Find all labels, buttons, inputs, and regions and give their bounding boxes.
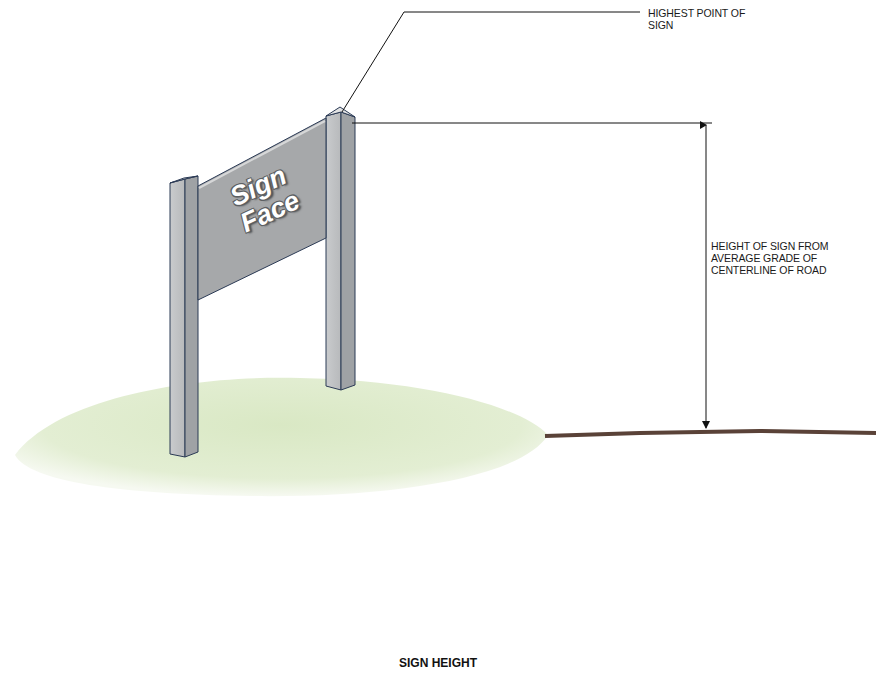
dimension-label: HEIGHT OF SIGN FROM AVERAGE GRADE OF CEN… [711,240,866,276]
sign-panel [198,118,326,300]
grass-mound [15,378,548,496]
right-post [326,107,355,390]
dimension-arrowhead [702,421,710,429]
callout-label: HIGHEST POINT OF SIGN [648,7,758,31]
sign-face: Sign Face [198,118,326,300]
road-surface [545,431,876,436]
left-post [170,176,198,457]
dimension-line [706,125,707,428]
extension-line [352,123,712,124]
figure-caption: SIGN HEIGHT [399,656,477,670]
leader-line [342,12,640,112]
